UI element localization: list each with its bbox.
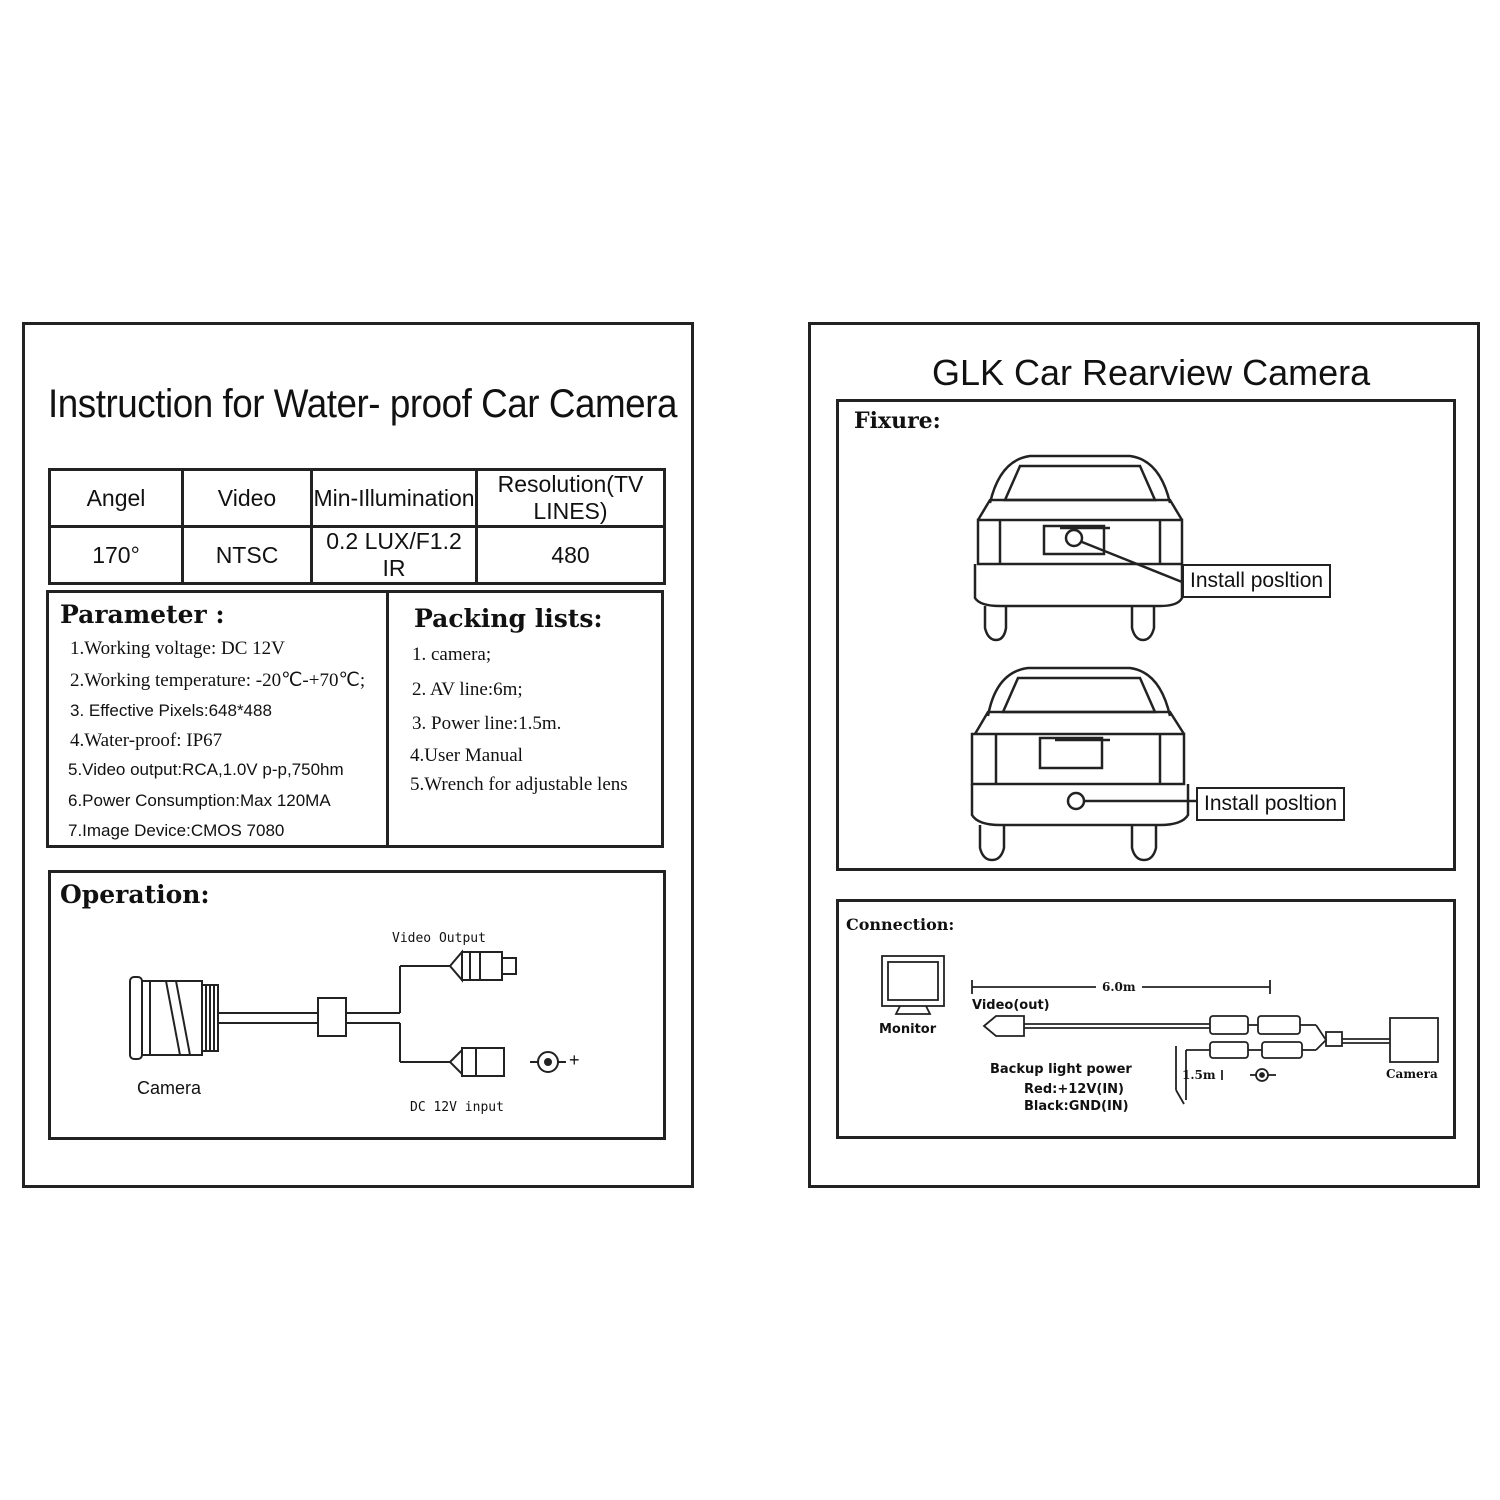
spec-value-resolution: 480 (475, 525, 666, 585)
spec-header-resolution: Resolution(TV LINES) (475, 468, 666, 528)
operation-camera-label: Camera (137, 1078, 202, 1098)
spec-header-illumination: Min-Illumination (310, 468, 478, 528)
power-plug-a (1209, 1041, 1249, 1059)
operation-heading: Operation: (60, 880, 210, 909)
connection-box (836, 899, 1456, 1139)
camera-box-icon (1389, 1017, 1439, 1063)
dc-input-label: DC 12V input (410, 1100, 504, 1115)
power-length-label: 1.5m (1182, 1068, 1216, 1082)
right-glk-panel (808, 322, 1480, 1188)
black-wire-label: Black:GND(IN) (1024, 1099, 1129, 1114)
spec-value-illumination: 0.2 LUX/F1.2 IR (310, 525, 478, 585)
av-length-label: 6.0m (1102, 980, 1136, 994)
power-plug-b (1261, 1041, 1303, 1059)
install-position-label-bottom: Install posltion (1196, 787, 1346, 821)
spec-table: Angel Video Min-Illumination Resolution(… (48, 468, 666, 585)
parameter-item: 3. Effective Pixels:648*488 (70, 701, 272, 720)
instruction-title: Instruction for Water- proof Car Camera (48, 382, 677, 426)
spec-header-video: Video (181, 468, 313, 528)
parameter-item: 6.Power Consumption:Max 120MA (68, 791, 331, 810)
packing-item: 5.Wrench for adjustable lens (410, 774, 628, 795)
packing-item: 1. camera; (412, 644, 492, 665)
spec-value-video: NTSC (181, 525, 313, 585)
install-position-label-top: Install posltion (1182, 564, 1332, 598)
parameter-item: 2.Working temperature: -20℃-+70℃; (70, 670, 366, 691)
monitor-video-plug (982, 1015, 1025, 1037)
rca-plug-a (1209, 1015, 1249, 1035)
connection-camera-label: Camera (1386, 1067, 1438, 1081)
packing-item: 2. AV line:6m; (412, 679, 523, 700)
spec-header-angle: Angel (48, 468, 184, 528)
leader-line-top (1081, 540, 1183, 584)
backup-light-label: Backup light power (990, 1062, 1132, 1077)
dc-connector (461, 1047, 505, 1077)
packing-heading: Packing lists: (414, 604, 603, 633)
fixture-box (836, 399, 1456, 871)
cable-splitter (317, 997, 347, 1037)
packing-item: 3. Power line:1.5m. (412, 713, 562, 734)
plus-label: + (569, 1050, 580, 1070)
fixture-heading: Fixure: (854, 408, 941, 434)
operation-box (48, 870, 666, 1140)
parameter-divider (386, 590, 389, 848)
monitor-icon (881, 955, 945, 1007)
left-instruction-panel (22, 322, 694, 1188)
parameter-item: 7.Image Device:CMOS 7080 (68, 821, 285, 840)
parameter-packing-box (46, 590, 664, 848)
parameter-item: 4.Water-proof: IP67 (70, 730, 223, 751)
spec-value-row: 170° NTSC 0.2 LUX/F1.2 IR 480 (48, 525, 666, 585)
spec-value-angle: 170° (48, 525, 184, 585)
parameter-item: 1.Working voltage: DC 12V (70, 638, 285, 659)
car-rear-bottom (970, 666, 1196, 862)
monitor-label: Monitor (879, 1022, 937, 1037)
connection-heading: Connection: (846, 915, 955, 934)
parameter-heading: Parameter : (60, 600, 225, 629)
video-out-label: Video(out) (972, 998, 1050, 1013)
install-point-top (1064, 528, 1084, 548)
red-wire-label: Red:+12V(IN) (1024, 1082, 1124, 1097)
car-rear-top (973, 454, 1184, 642)
spec-header-row: Angel Video Min-Illumination Resolution(… (48, 468, 666, 528)
video-connector-end (501, 957, 517, 975)
video-output-label: Video Output (392, 931, 486, 946)
parameter-item: 5.Video output:RCA,1.0V p-p,750hm (68, 760, 344, 779)
packing-item: 4.User Manual (410, 745, 523, 766)
glk-title: GLK Car Rearview Camera (932, 352, 1371, 393)
rca-plug-b (1257, 1015, 1301, 1035)
